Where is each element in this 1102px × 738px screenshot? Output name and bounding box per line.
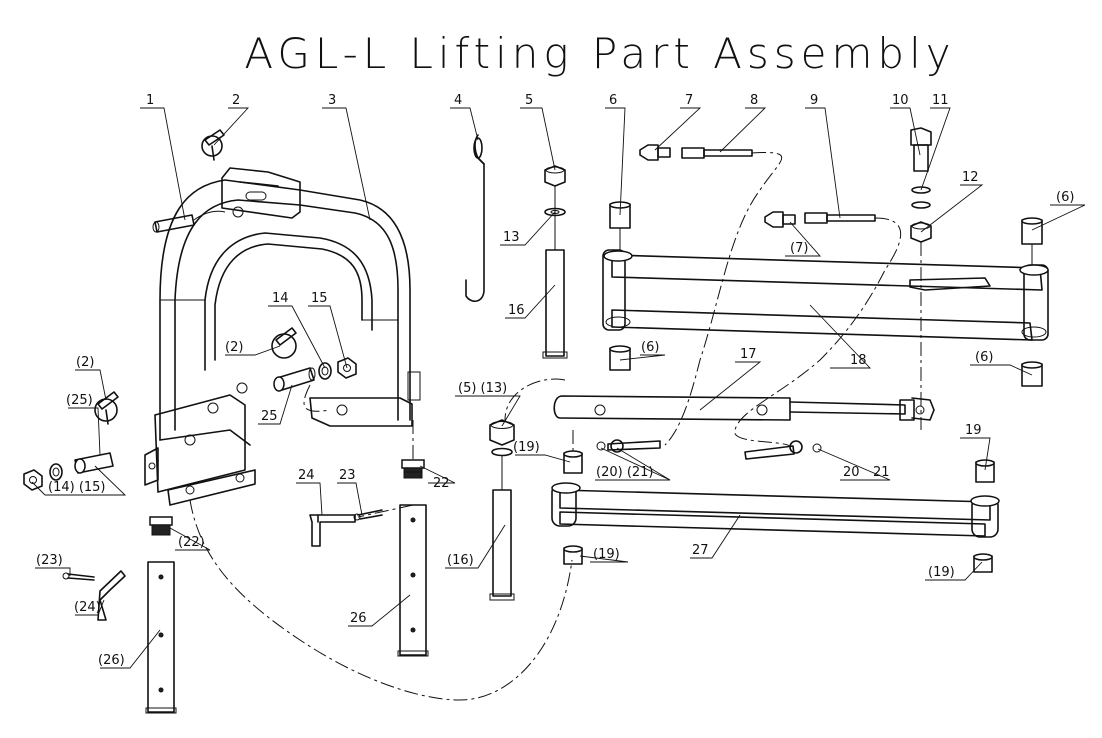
plug-part-22	[401, 459, 425, 479]
callout-4: 4	[454, 93, 462, 108]
callout-2-ref-mid: (2)	[225, 340, 243, 355]
bushing-part-19c	[563, 545, 583, 565]
callout-27: 27	[692, 543, 709, 558]
bushing-part-19b	[563, 450, 583, 474]
callout-11: 11	[932, 93, 949, 108]
frame-part-3	[144, 167, 421, 506]
callout-5-13-ref: (5) (13)	[458, 381, 507, 396]
callout-7: 7	[685, 93, 693, 108]
callout-2: 2	[232, 93, 240, 108]
pin-part-16b	[489, 489, 515, 601]
cotter-pin-part-23	[353, 509, 383, 521]
callout-16: 16	[508, 303, 525, 318]
callout-labels: 1 2 3 4 5 6 7 8 9 10 11 12 (6) 13 (7) 16…	[36, 93, 1074, 668]
callout-2-ref-left: (2)	[76, 355, 94, 370]
callout-22-ref: (22)	[178, 535, 205, 550]
callout-25: 25	[261, 409, 278, 424]
bushing-part-6b	[1021, 217, 1043, 245]
nut-part-15b	[23, 469, 43, 491]
callout-19-ref-right: (19)	[928, 565, 955, 580]
nut-part-12	[910, 221, 932, 243]
callout-6-ref-mid: (6)	[641, 340, 659, 355]
arm-part-18	[602, 249, 1049, 341]
callout-10: 10	[892, 93, 909, 108]
callout-25-ref: (25)	[66, 393, 93, 408]
callout-13: 13	[503, 230, 520, 245]
callout-14-15-ref: (14) (15)	[48, 480, 106, 495]
plug-part-22b	[149, 516, 173, 536]
callout-6-ref-right: (6)	[975, 350, 993, 365]
assembly-lines	[189, 152, 902, 701]
washer-part-11	[911, 186, 931, 209]
callout-1: 1	[146, 93, 154, 108]
callout-8: 8	[750, 93, 758, 108]
elbow-fitting-part-20	[744, 440, 822, 460]
callout-20: 20	[843, 465, 860, 480]
bushing-part-6c	[609, 345, 631, 371]
clevis-pin-part-25	[273, 367, 316, 392]
callout-17: 17	[740, 347, 757, 362]
callout-26-ref: (26)	[98, 653, 125, 668]
callout-23: 23	[339, 468, 356, 483]
callout-6: 6	[609, 93, 617, 108]
bushing-part-19d	[973, 553, 993, 573]
pin-part-1	[152, 210, 226, 233]
lynch-pin-part-2b	[271, 327, 297, 359]
clevis-pin-part-25b	[74, 452, 114, 474]
nut-part-5b	[489, 419, 515, 446]
washer-part-14b	[49, 463, 63, 481]
callout-19-ref-lower: (19)	[593, 547, 620, 562]
callout-3: 3	[328, 93, 336, 108]
pin-part-24	[309, 514, 356, 547]
hook-part-4	[465, 134, 485, 303]
washer-part-13b	[491, 447, 513, 457]
nut-part-15	[337, 357, 357, 379]
bushing-part-6d	[1021, 361, 1043, 387]
callout-12: 12	[962, 170, 979, 185]
hose-part-8	[681, 147, 753, 159]
callout-16-ref: (16)	[447, 553, 474, 568]
pin-part-16	[542, 249, 568, 359]
callout-7-ref: (7)	[790, 241, 808, 256]
callout-23-ref: (23)	[36, 553, 63, 568]
bushing-part-19	[975, 459, 995, 483]
lynch-pin-part-2	[201, 129, 225, 161]
callout-22: 22	[433, 476, 450, 491]
nut-part-5	[544, 165, 566, 187]
callout-5: 5	[525, 93, 533, 108]
cylinder-part-17	[553, 395, 935, 421]
callout-24: 24	[298, 468, 315, 483]
fitting-part-7	[639, 144, 671, 161]
diagram-title: AGL-L Lifting Part Assembly	[244, 29, 955, 78]
pin-part-24b	[97, 570, 126, 621]
callout-19: 19	[965, 423, 982, 438]
callout-6-ref-top: (6)	[1056, 190, 1074, 205]
callout-24-ref: (24)	[74, 600, 101, 615]
callout-19-ref: (19)	[513, 440, 540, 455]
tube-part-26b	[145, 561, 177, 714]
callout-9: 9	[810, 93, 818, 108]
arm-part-27	[551, 482, 1000, 538]
callout-15: 15	[311, 291, 328, 306]
bolt-part-10	[910, 127, 932, 172]
elbow-fitting-part-20b	[596, 439, 661, 453]
callout-14: 14	[272, 291, 289, 306]
callout-26: 26	[350, 611, 367, 626]
fitting-part-7b	[764, 211, 796, 228]
leader-lines	[31, 107, 1086, 669]
cotter-pin-part-23b	[62, 572, 95, 581]
washer-part-14	[318, 362, 332, 380]
callout-20-21-ref: (20) (21)	[596, 465, 654, 480]
tube-part-26	[397, 504, 429, 657]
callout-18: 18	[850, 353, 867, 368]
callout-21: 21	[873, 465, 890, 480]
